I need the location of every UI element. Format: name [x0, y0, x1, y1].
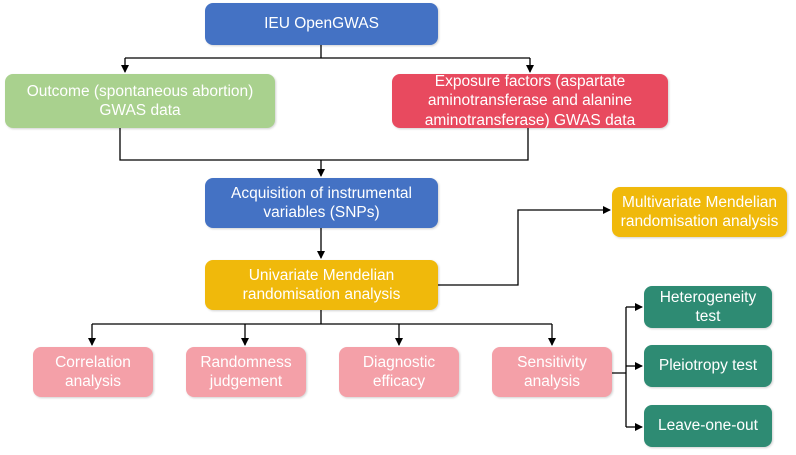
node-diagnostic-efficacy: Diagnostic efficacy [339, 347, 459, 397]
node-correlation-analysis: Correlation analysis [33, 347, 153, 397]
node-pleiotropy-test: Pleiotropy test [644, 345, 772, 387]
node-randomness-judgement-label: Randomness judgement [200, 353, 292, 390]
node-sensitivity-analysis: Sensitivity analysis [492, 347, 612, 397]
node-instrumental-variables-label: Acquisition of instrumental variables (S… [231, 184, 412, 221]
node-randomness-judgement: Randomness judgement [186, 347, 306, 397]
node-multivariate-mr: Multivariate Mendelian randomisation ana… [612, 187, 787, 237]
node-instrumental-variables: Acquisition of instrumental variables (S… [205, 178, 438, 228]
node-diagnostic-efficacy-label: Diagnostic efficacy [362, 353, 436, 390]
node-exposure-gwas-label: Exposure factors (aspartate aminotransfe… [424, 72, 636, 129]
node-ieu-opengwas: IEU OpenGWAS [205, 3, 438, 45]
node-exposure-gwas: Exposure factors (aspartate aminotransfe… [392, 72, 668, 129]
node-pleiotropy-test-label: Pleiotropy test [658, 357, 758, 375]
node-ieu-opengwas-label: IEU OpenGWAS [264, 15, 379, 33]
connector-analysis-split [92, 310, 552, 325]
connector-sensitivity-split [612, 307, 627, 427]
node-multivariate-mr-label: Multivariate Mendelian randomisation ana… [620, 193, 779, 230]
connector-source-split [125, 45, 530, 59]
node-outcome-gwas-label: Outcome (spontaneous abortion) GWAS data [26, 82, 254, 119]
node-leave-one-out: Leave-one-out [644, 405, 772, 447]
node-heterogeneity-test: Heterogeneity test [644, 286, 772, 328]
node-leave-one-out-label: Leave-one-out [658, 417, 758, 435]
node-univariate-mr-label: Univariate Mendelian randomisation analy… [242, 266, 401, 303]
arrow-to-mvmr [438, 206, 611, 286]
node-sensitivity-analysis-label: Sensitivity analysis [517, 353, 587, 390]
node-correlation-analysis-label: Correlation analysis [55, 353, 131, 390]
connector-merge [119, 128, 529, 161]
node-univariate-mr: Univariate Mendelian randomisation analy… [205, 260, 438, 310]
node-outcome-gwas: Outcome (spontaneous abortion) GWAS data [5, 74, 275, 128]
node-heterogeneity-test-label: Heterogeneity test [659, 288, 757, 325]
